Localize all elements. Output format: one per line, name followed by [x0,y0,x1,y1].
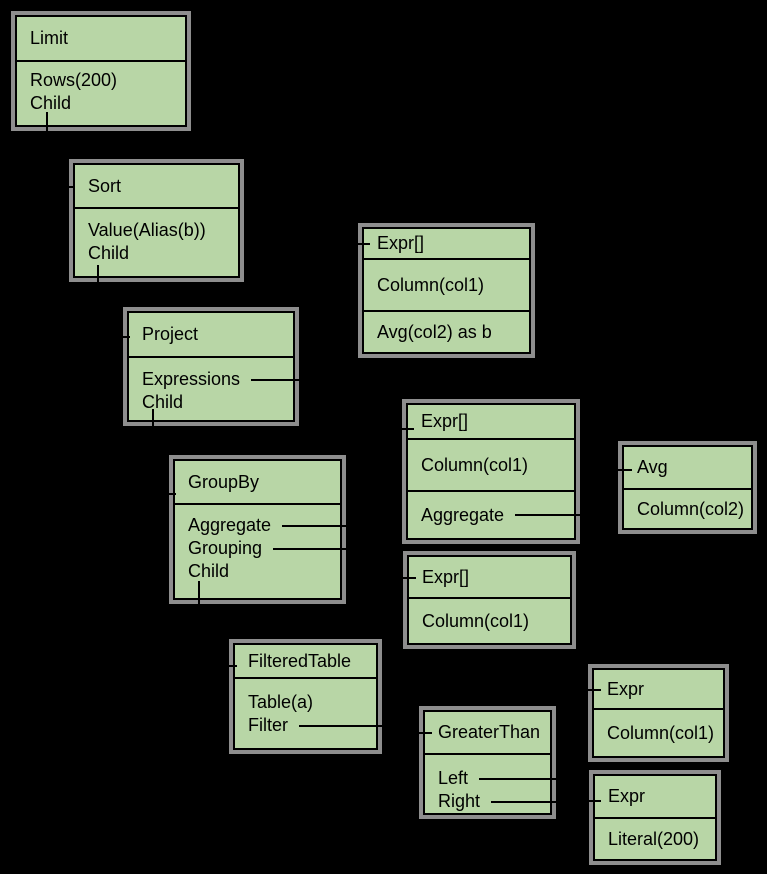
field-label: Column(col1) [422,610,530,631]
node-expr-list-3: Expr[] Column(col1) [401,555,572,645]
connector-line-out [273,547,348,550]
field-label: Column(col1) [421,454,529,475]
field-label: Aggregate [188,515,272,535]
connector-line-out [515,514,582,516]
field-label: Rows(200) [30,70,118,90]
node-title: Avg [637,457,668,477]
connector-stub-child [97,265,99,287]
connector-stub-child [198,581,200,608]
node-filteredtable: FilteredTable Table(a) Filter [226,643,384,750]
field-label: Column(col2) [637,498,745,519]
connector-stub-child [46,112,48,136]
node-project: Project Expressions Child [120,311,301,429]
node-expr-list-1: Expr[] Column(col1) Avg(col2) as b [356,227,531,354]
connector-tick-in [401,577,416,579]
node-title: Expr[] [422,566,470,587]
field-label: Value(Alias(b)) [88,220,206,240]
node-title: Expr [608,786,646,806]
field-label: Expressions [142,369,241,389]
field-label: Aggregate [421,504,505,525]
node-expr-literal: Expr Literal(200) [587,774,717,861]
node-avg: Avg Column(col2) [615,445,753,530]
node-title: Expr[] [421,411,469,431]
node-title: GreaterThan [438,722,541,742]
field-label: Table(a) [248,692,314,712]
node-title: Limit [30,28,69,48]
field-label: Grouping [188,538,263,558]
field-label: Literal(200) [608,828,700,849]
connector-tick-in [65,186,75,188]
connector-tick-in [400,428,414,430]
connector-line-out [491,800,558,803]
field-label: Avg(col2) as b [377,321,492,342]
node-title: GroupBy [188,471,260,492]
field-label: Child [142,392,184,412]
connector-tick-in [120,336,130,338]
connector-line-out [282,524,348,527]
node-expr-list-2: Expr[] Column(col1) Aggregate [400,403,582,540]
connector-tick-in [586,689,601,691]
node-title: Expr [607,678,645,699]
node-title: FilteredTable [248,650,352,671]
connector-tick-in [615,469,632,471]
node-greaterthan: GreaterThan Left Right [416,710,558,815]
field-label: Filter [248,715,288,735]
node-limit: Limit Rows(200) Child [15,15,187,136]
field-label: Right [438,791,481,811]
node-title: Project [142,324,199,344]
connector-stub-child [152,409,154,429]
node-groupby: GroupBy Aggregate Grouping Child [165,459,348,608]
node-sort: Sort Value(Alias(b)) Child [65,163,240,287]
node-title: Sort [88,175,122,196]
connector-line-out [299,724,384,727]
field-label: Column(col1) [377,274,485,295]
connector-tick-in [356,243,370,245]
field-label: Child [30,93,72,113]
node-title: Expr[] [377,233,425,253]
field-label: Child [188,561,230,581]
field-label: Left [438,768,469,788]
node-expr-col1: Expr Column(col1) [586,668,725,758]
connector-tick-in [587,800,601,802]
connector-line-out [251,378,301,381]
connector-line-out [479,777,558,780]
connector-tick-in [165,493,176,495]
connector-tick-in [226,665,237,667]
field-label: Column(col1) [607,722,715,743]
connector-tick-in [416,732,432,734]
field-label: Child [88,243,130,263]
